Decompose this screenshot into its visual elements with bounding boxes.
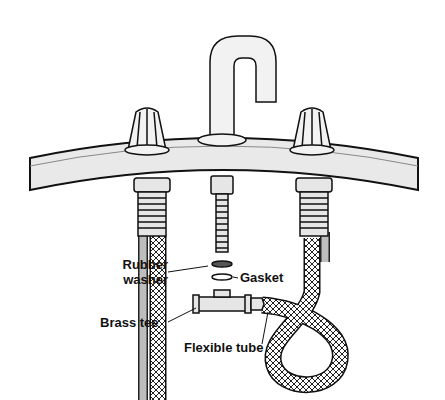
leader-line: [168, 266, 208, 272]
left-shank: [134, 178, 170, 236]
part-label: Flexible tube: [184, 340, 284, 355]
left-handle: [125, 108, 169, 155]
rubber-washer: [212, 261, 232, 267]
right-shank: [296, 178, 332, 236]
right-handle: [290, 108, 334, 155]
gasket: [212, 274, 232, 280]
center-bolt: [211, 176, 233, 252]
part-label: Rubber washer: [116, 257, 168, 287]
part-label: Brass tee: [100, 315, 170, 330]
deck-edge: [30, 146, 418, 166]
leader-line: [262, 312, 268, 344]
leader-line: [233, 277, 238, 278]
brass-tee: [193, 290, 264, 313]
spout: [198, 36, 276, 146]
leader-line: [168, 308, 196, 322]
part-label: Gasket: [240, 270, 310, 285]
